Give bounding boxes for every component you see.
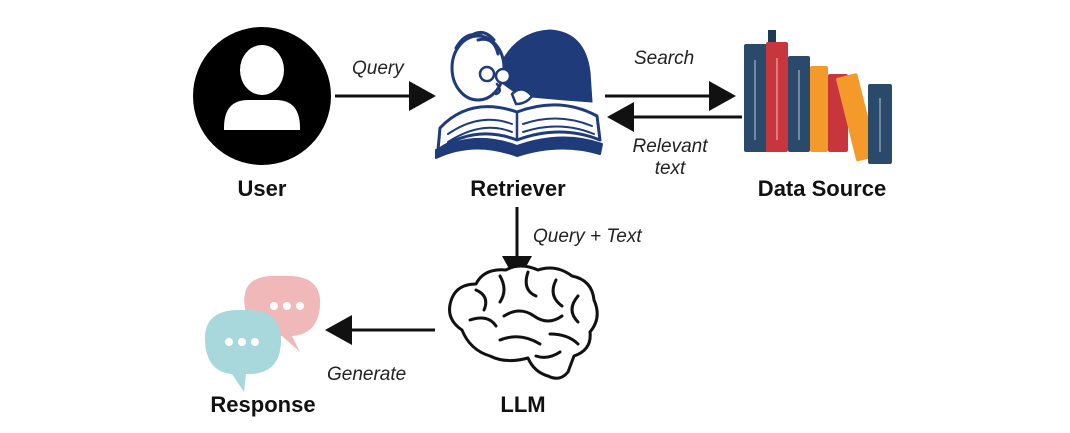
books-icon — [744, 30, 892, 164]
generate-edge-label: Generate — [327, 364, 407, 385]
user-label: User — [237, 176, 287, 201]
user-avatar-icon — [193, 27, 331, 165]
reading-person-icon — [435, 29, 603, 159]
relevant-text-line-1: Relevant — [632, 136, 708, 157]
search-edge-label: Search — [634, 48, 695, 69]
query-plus-text-edge-label: Query + Text — [533, 226, 642, 247]
brain-icon — [448, 264, 599, 380]
relevant-text-line-2: text — [654, 158, 686, 179]
response-label: Response — [210, 392, 316, 417]
data-source-label: Data Source — [757, 176, 887, 201]
relevant-text-edge-label: Relevant text — [624, 136, 716, 180]
llm-label: LLM — [500, 392, 546, 417]
retriever-label: Retriever — [470, 176, 566, 201]
query-edge-label: Query — [352, 58, 404, 79]
chat-bubbles-icon — [204, 276, 321, 392]
